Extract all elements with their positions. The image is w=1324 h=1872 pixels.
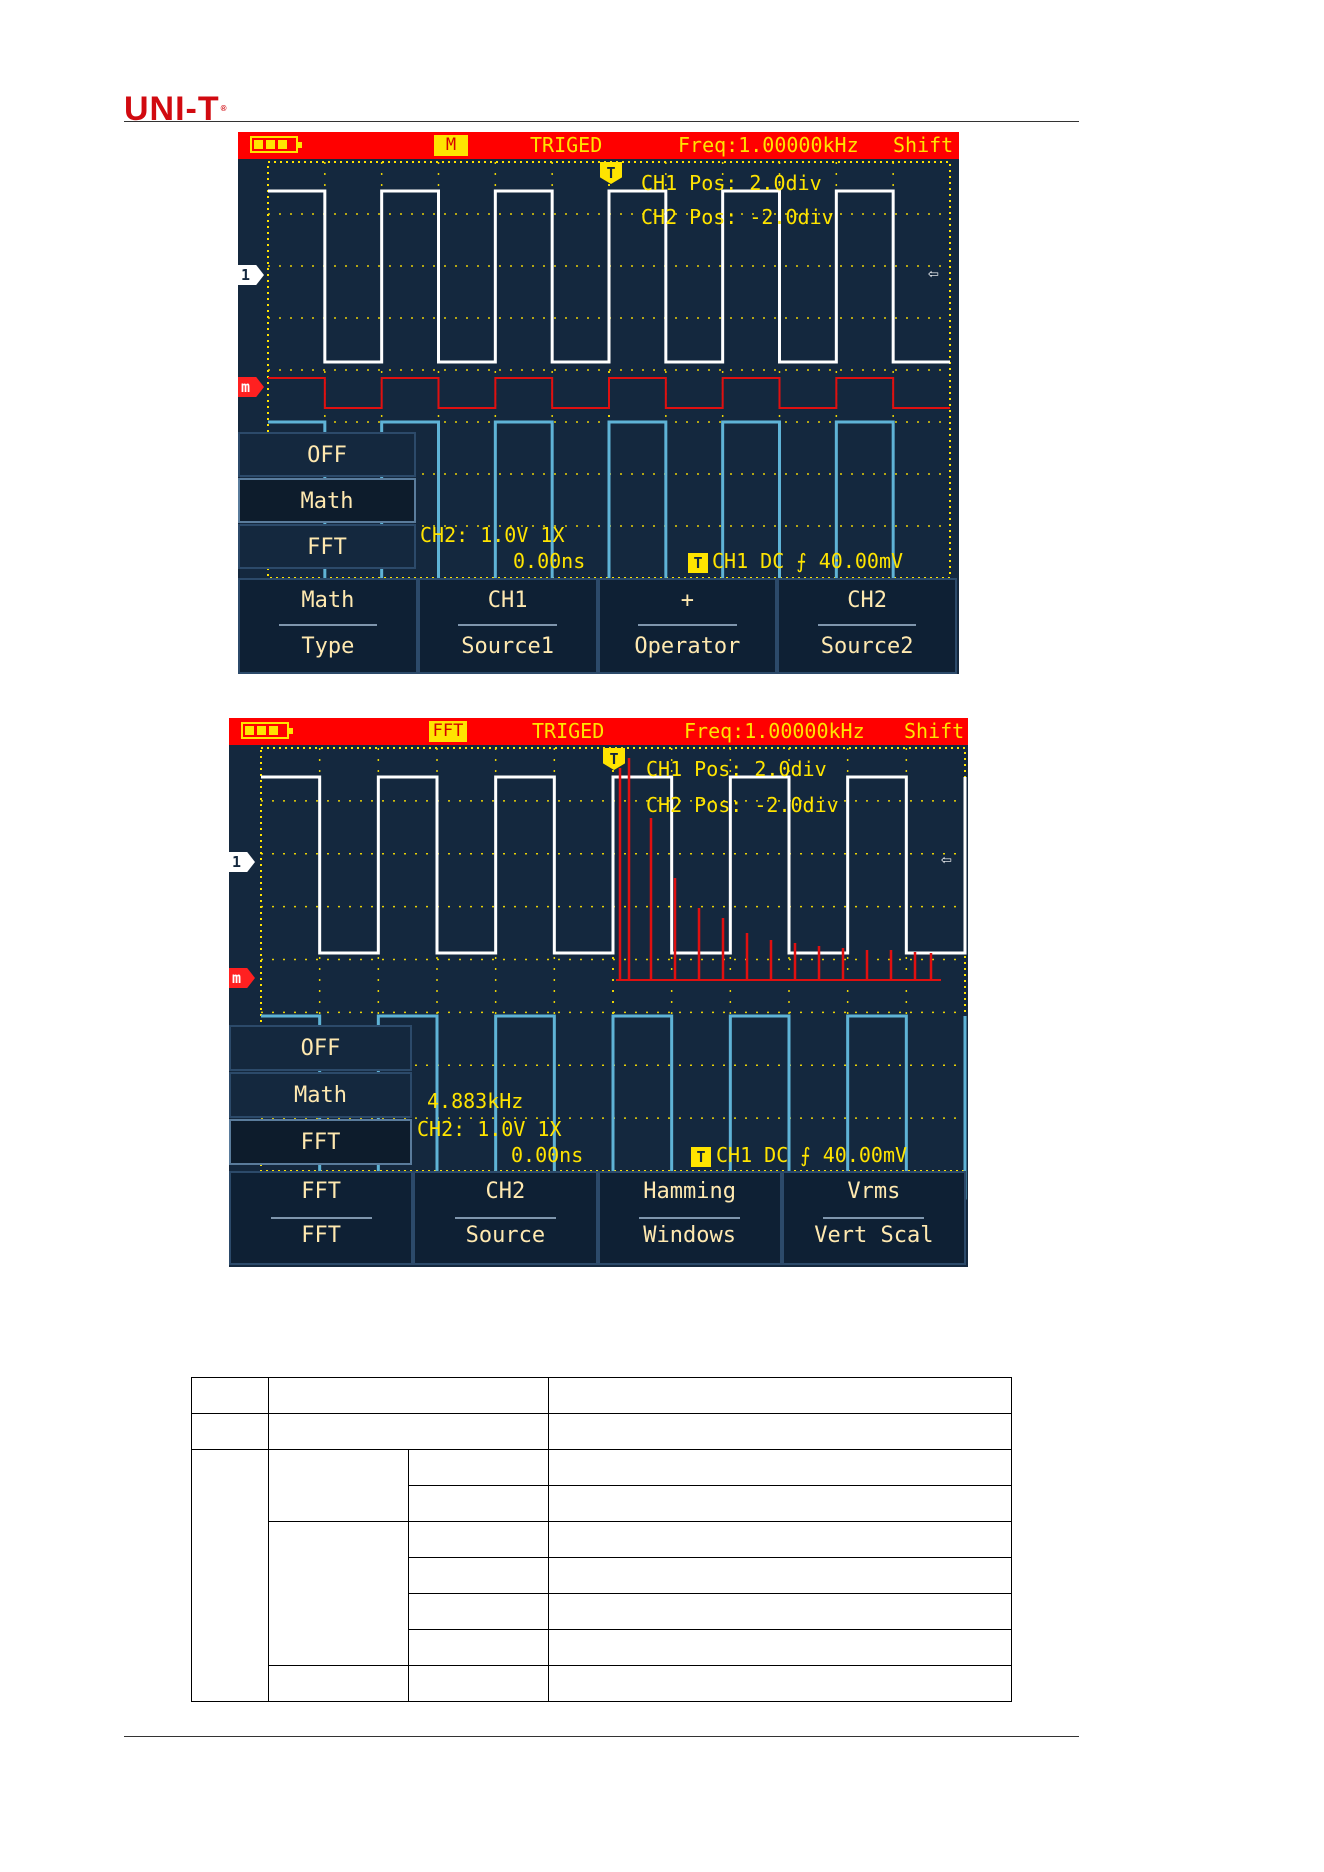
menu-option-off[interactable]: OFF <box>229 1025 412 1071</box>
table-row <box>191 1449 1012 1702</box>
table-cell <box>548 1593 1012 1630</box>
softkey-operator[interactable]: +Operator <box>597 578 778 674</box>
trigger-position-marker: T <box>600 162 622 184</box>
table-cell <box>268 1449 409 1522</box>
table-cell <box>548 1449 1012 1486</box>
trigger-status: TRIGED <box>530 133 603 157</box>
trigger-icon: T <box>691 1147 711 1167</box>
trigger-level-arrow: ⇦ <box>941 849 952 870</box>
ch2-scale: CH2: 1.0V 1X <box>420 523 565 547</box>
trigger-icon: T <box>688 553 708 573</box>
fft-frequency: 4.883kHz <box>427 1089 524 1113</box>
trigger-info: CH1 DC ⨍ 40.00mV <box>712 549 904 573</box>
table-cell <box>548 1557 1012 1594</box>
menu-option-math[interactable]: Math <box>229 1072 412 1118</box>
function-table <box>191 1377 1012 1702</box>
table-cell <box>548 1665 1012 1702</box>
battery-icon <box>241 722 293 739</box>
table-cell <box>268 1521 409 1666</box>
menu-option-fft[interactable]: FFT <box>238 524 416 569</box>
ch1-position: CH1 Pos: 2.0div <box>646 757 827 781</box>
waveform-display <box>260 747 967 1200</box>
table-row <box>192 1593 1012 1630</box>
frequency-readout: Freq:1.00000kHz <box>678 133 859 157</box>
table-cell <box>408 1485 549 1522</box>
status-bar: FFT TRIGED Freq:1.00000kHz Shift <box>229 718 968 745</box>
table-row <box>192 1485 1012 1522</box>
trigger-status: TRIGED <box>532 719 605 743</box>
time-offset: 0.00ns <box>513 549 586 573</box>
fft-mode-badge: FFT <box>429 721 467 742</box>
time-offset: 0.00ns <box>511 1143 584 1167</box>
battery-icon <box>250 136 302 153</box>
table-cell <box>408 1521 549 1558</box>
trigger-level-arrow: ⇦ <box>928 263 939 284</box>
trigger-position-marker: T <box>603 748 625 770</box>
ch1-trace <box>268 189 950 364</box>
table-cell <box>548 1521 1012 1558</box>
math-trace <box>268 377 950 409</box>
table-row <box>192 1557 1012 1594</box>
table-row <box>192 1521 1012 1666</box>
table-cell <box>408 1557 549 1594</box>
math-mode-badge: M <box>434 135 468 156</box>
table-cell <box>191 1377 269 1414</box>
footer-rule <box>124 1736 1079 1737</box>
table-cell <box>408 1665 549 1702</box>
math-marker: m <box>238 377 264 397</box>
table-cell <box>548 1413 1012 1450</box>
table-row <box>191 1377 1012 1414</box>
table-cell <box>191 1449 269 1702</box>
frequency-readout: Freq:1.00000kHz <box>684 719 865 743</box>
ch1-marker: 1 <box>238 265 264 285</box>
table-cell <box>408 1593 549 1630</box>
table-row <box>191 1413 1012 1450</box>
shift-indicator: Shift <box>904 719 965 743</box>
table-cell <box>268 1377 549 1414</box>
table-cell <box>548 1377 1012 1414</box>
table-cell <box>548 1485 1012 1522</box>
table-cell <box>408 1629 549 1666</box>
menu-option-off[interactable]: OFF <box>238 432 416 477</box>
table-row <box>192 1665 1012 1702</box>
table-cell <box>191 1413 269 1450</box>
ch1-position: CH1 Pos: 2.0div <box>641 171 822 195</box>
ch2-position: CH2 Pos: -2.0div <box>646 793 839 817</box>
ch2-scale: CH2: 1.0V 1X <box>417 1117 562 1141</box>
ch1-marker: 1 <box>229 852 255 872</box>
ch1-trace <box>261 775 967 955</box>
ch2-position: CH2 Pos: -2.0div <box>641 205 834 229</box>
table-cell <box>408 1449 549 1486</box>
menu-option-fft[interactable]: FFT <box>229 1119 412 1165</box>
math-marker: m <box>229 968 255 988</box>
table-cell <box>268 1665 409 1702</box>
oscilloscope-screen-fft: FFT TRIGED Freq:1.00000kHz Shift T CH1 P… <box>229 718 968 1267</box>
ch2-trace <box>261 1014 967 1200</box>
header-rule <box>124 121 1079 122</box>
unit-logo: UNI-T® <box>124 90 228 128</box>
status-bar: M TRIGED Freq:1.00000kHz Shift <box>238 132 959 159</box>
oscilloscope-screen-math: M TRIGED Freq:1.00000kHz Shift T CH1 Pos… <box>238 132 959 674</box>
trigger-info: CH1 DC ⨍ 40.00mV <box>716 1143 908 1167</box>
menu-option-math[interactable]: Math <box>238 478 416 523</box>
table-cell <box>548 1629 1012 1666</box>
table-cell <box>268 1413 549 1450</box>
shift-indicator: Shift <box>893 133 954 157</box>
